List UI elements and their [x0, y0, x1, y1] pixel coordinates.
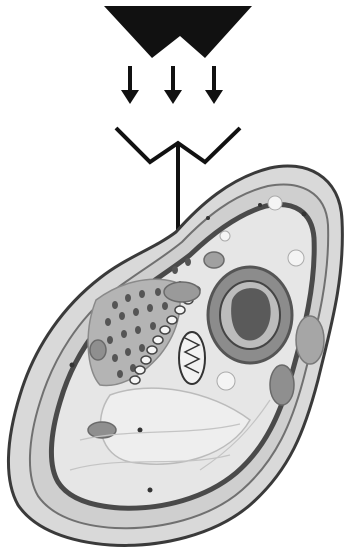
organelle [90, 340, 106, 360]
organelle [204, 252, 224, 268]
black-triangle-icon [104, 6, 252, 58]
down-arrow-icon [164, 66, 182, 104]
down-arrow-icon [121, 66, 139, 104]
organelle [270, 365, 294, 405]
vesicle [217, 372, 235, 390]
mitochondrion [179, 332, 205, 384]
organelle [296, 316, 324, 364]
down-arrow-icon [205, 66, 223, 104]
vesicle [288, 250, 304, 266]
vesicle [220, 231, 230, 241]
organelle [164, 282, 200, 302]
vesicle [268, 196, 282, 210]
nucleus [208, 267, 292, 363]
